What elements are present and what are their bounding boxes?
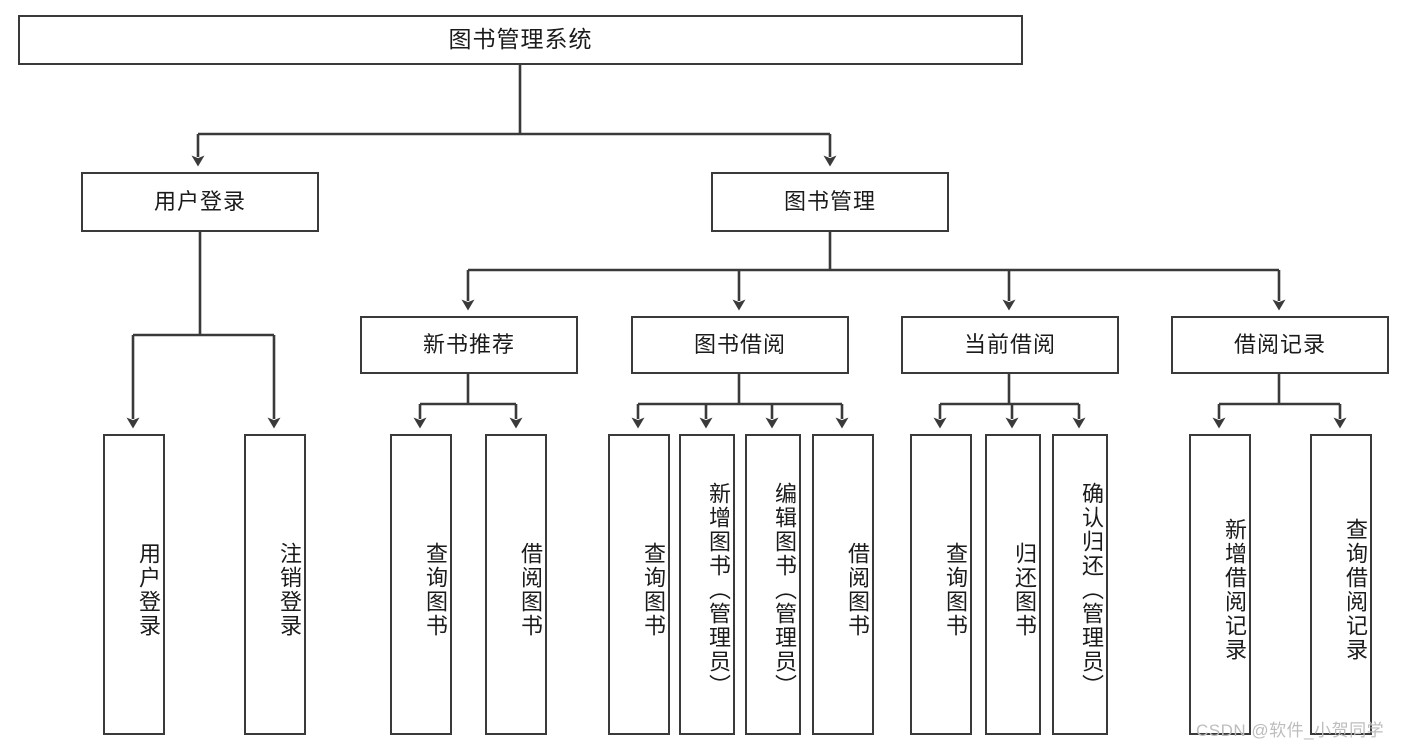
- node-leaf-7[interactable]: 借阅图书: [812, 434, 874, 735]
- node-label: 图书借阅: [693, 331, 786, 357]
- node-leaf-3[interactable]: 借阅图书: [485, 434, 547, 735]
- node-label: 查询图书: [943, 541, 968, 638]
- node-leaf-5[interactable]: 新增图书（管理员）: [679, 434, 735, 735]
- node-label: 查询图书: [423, 541, 448, 638]
- node-level3-2[interactable]: 当前借阅: [901, 316, 1119, 374]
- node-level3-1[interactable]: 图书借阅: [631, 316, 849, 374]
- node-label: 用户登录: [153, 188, 246, 214]
- watermark: CSDN @软件_小贺同学: [1196, 721, 1385, 740]
- node-leaf-4[interactable]: 查询图书: [608, 434, 670, 735]
- node-level3-0[interactable]: 新书推荐: [360, 316, 578, 374]
- node-label: 借阅记录: [1233, 331, 1326, 357]
- node-label: 归还图书: [1012, 541, 1037, 638]
- node-label: 用户登录: [136, 541, 161, 638]
- node-label: 图书管理系统: [448, 26, 593, 53]
- node-level2-1[interactable]: 图书管理: [711, 172, 949, 232]
- node-label: 当前借阅: [963, 331, 1056, 357]
- node-label: 新增图书（管理员）: [706, 481, 731, 698]
- node-label: 借阅图书: [518, 541, 543, 638]
- node-leaf-10[interactable]: 确认归还（管理员）: [1052, 434, 1108, 735]
- node-label: 查询图书: [641, 541, 666, 638]
- node-leaf-9[interactable]: 归还图书: [985, 434, 1041, 735]
- node-level3-3[interactable]: 借阅记录: [1171, 316, 1389, 374]
- node-label: 借阅图书: [845, 541, 870, 638]
- node-leaf-8[interactable]: 查询图书: [910, 434, 972, 735]
- node-root[interactable]: 图书管理系统: [18, 15, 1023, 65]
- node-label: 确认归还（管理员）: [1079, 481, 1104, 698]
- node-label: 编辑图书（管理员）: [772, 481, 797, 698]
- node-label: 新书推荐: [422, 331, 515, 357]
- node-leaf-6[interactable]: 编辑图书（管理员）: [745, 434, 801, 735]
- node-label: 新增借阅记录: [1222, 517, 1247, 662]
- node-level2-0[interactable]: 用户登录: [81, 172, 319, 232]
- node-leaf-2[interactable]: 查询图书: [390, 434, 452, 735]
- node-leaf-11[interactable]: 新增借阅记录: [1189, 434, 1251, 735]
- node-label: 注销登录: [277, 541, 302, 638]
- node-label: 图书管理: [783, 188, 876, 214]
- node-leaf-12[interactable]: 查询借阅记录: [1310, 434, 1372, 735]
- node-leaf-1[interactable]: 注销登录: [244, 434, 306, 735]
- node-leaf-0[interactable]: 用户登录: [103, 434, 165, 735]
- node-label: 查询借阅记录: [1343, 517, 1368, 662]
